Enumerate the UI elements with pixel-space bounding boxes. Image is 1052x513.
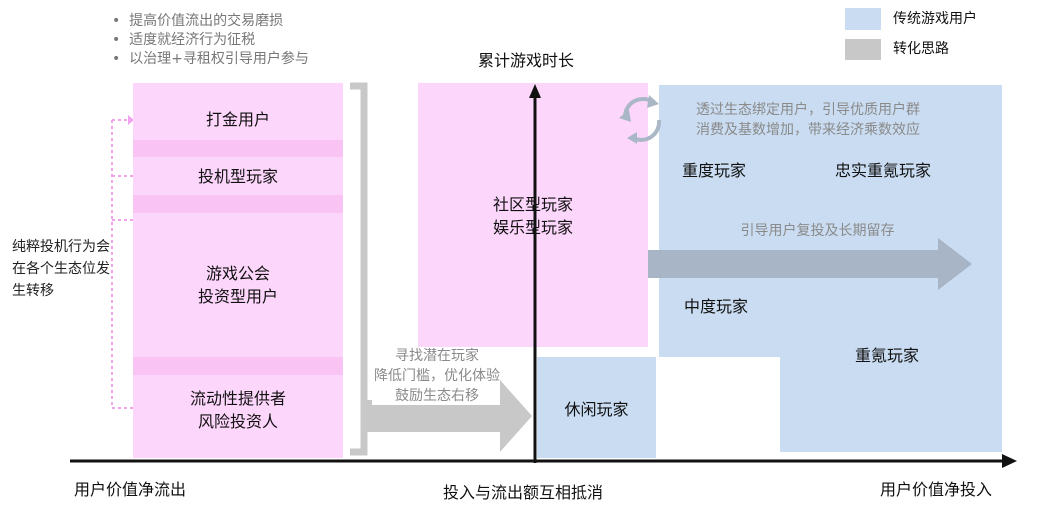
transition-text: 寻找潜在玩家降低门槛，优化体验鼓励生态右移 xyxy=(374,348,500,404)
whale-players: 重氪玩家 xyxy=(855,346,920,365)
medium-players: 中度玩家 xyxy=(684,297,749,316)
traditional-users-area xyxy=(659,85,1002,357)
retention-text: 引导用户复投及长期留存 xyxy=(740,223,895,239)
casual-players-box xyxy=(537,357,656,458)
group-liquidity: 流动性提供者风险投资人 xyxy=(189,389,286,431)
traditional-users-area-lower xyxy=(780,357,1002,452)
divider xyxy=(133,140,343,157)
retention-arrow xyxy=(648,238,972,290)
legend-swatch-transition xyxy=(845,39,881,60)
heavy-players: 重度玩家 xyxy=(682,161,747,180)
left-note: 纯粹投机行为会在各个生态位发生转移 xyxy=(12,239,110,299)
legend-label-transition: 转化思路 xyxy=(893,41,949,57)
casual-players: 休闲玩家 xyxy=(564,400,629,419)
bullet-list: • 提高价值流出的交易磨损 • 适度就经济行为征税 • 以治理+寻租权引导用户参… xyxy=(112,12,309,69)
community-players: 社区型玩家娱乐型玩家 xyxy=(492,195,573,237)
legend-swatch-traditional xyxy=(845,8,881,30)
group-speculators: 投机型玩家 xyxy=(197,167,278,186)
group-guilds: 游戏公会投资型用户 xyxy=(197,264,278,306)
bullet-item: • 提高价值流出的交易磨损 xyxy=(112,13,284,29)
loyal-whale-players: 忠实重氪玩家 xyxy=(835,161,932,180)
transition-arrow xyxy=(350,82,532,456)
ecosystem-note: 透过生态绑定用户，引导优质用户群消费及基数增加，带来经济乘数效应 xyxy=(696,102,920,138)
community-entertainment-box xyxy=(418,83,648,347)
cycle-icon xyxy=(619,95,662,144)
y-axis-label: 累计游戏时长 xyxy=(478,51,575,70)
x-axis-label-mid: 投入与流出额互相抵消 xyxy=(443,483,604,502)
x-axis-label-right: 用户价值净投入 xyxy=(880,480,993,499)
bullet-item: • 以治理+寻租权引导用户参与 xyxy=(112,51,309,67)
legend-label-traditional: 传统游戏用户 xyxy=(893,11,977,27)
x-axis-arrowhead xyxy=(1002,454,1017,468)
y-axis-arrowhead xyxy=(529,84,541,98)
divider xyxy=(133,195,343,213)
dotted-connector xyxy=(111,115,134,409)
divider xyxy=(133,357,343,375)
x-axis-label-left: 用户价值净流出 xyxy=(74,480,187,499)
group-gold-farmers: 打金用户 xyxy=(205,110,270,129)
bullet-item: • 适度就经济行为征税 xyxy=(112,32,256,48)
